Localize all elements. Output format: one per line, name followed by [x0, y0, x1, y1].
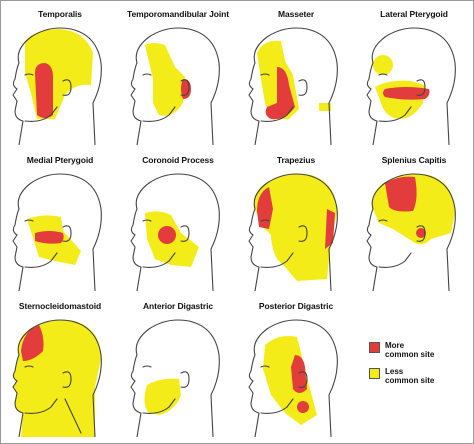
panel-coronoid-process: Coronoid Process	[119, 155, 237, 293]
head-illustration	[366, 27, 456, 145]
panel-sternocleidomastoid: Sternocleidomastoid	[1, 301, 119, 439]
head-illustration	[130, 173, 220, 291]
panel-label: Temporalis	[38, 9, 82, 19]
panel-label: Posterior Digastric	[258, 301, 334, 311]
less-common-swatch	[369, 368, 380, 379]
legend-label: Less common site	[385, 367, 435, 385]
head-illustration	[248, 319, 338, 437]
panel-posterior-digastric: Posterior Digastric	[237, 301, 355, 439]
legend-item-less-common: Less common site	[369, 367, 469, 385]
panel-temporomandibular-joint: Temporomandibular Joint	[119, 9, 237, 147]
panel-trapezius: Trapezius	[237, 155, 355, 293]
legend-item-more-common: More common site	[369, 341, 469, 359]
panel-label: Masseter	[277, 9, 315, 19]
panel-temporalis: Temporalis	[1, 9, 119, 147]
head-illustration	[248, 27, 338, 145]
head-illustration	[12, 319, 102, 437]
panel-label: Anterior Digastric	[143, 301, 213, 311]
head-illustration	[366, 173, 456, 291]
panel-splenius-capitis: Splenius Capitis	[355, 155, 473, 293]
panel-label: Trapezius	[276, 155, 316, 165]
head-illustration	[130, 27, 220, 145]
legend: More common site Less common site	[369, 341, 469, 393]
head-illustration	[12, 27, 102, 145]
panel-label: Splenius Capitis	[381, 155, 447, 165]
head-illustration	[12, 173, 102, 291]
head-illustration	[248, 173, 338, 291]
panel-label: Temporomandibular Joint	[127, 9, 229, 19]
more-common-swatch	[369, 342, 380, 353]
panel-medial-pterygoid: Medial Pterygoid	[1, 155, 119, 293]
panel-label: Medial Pterygoid	[26, 155, 94, 165]
panel-label: Sternocleidomastoid	[18, 301, 102, 311]
panel-anterior-digastric: Anterior Digastric	[119, 301, 237, 439]
panel-masseter: Masseter	[237, 9, 355, 147]
legend-label: More common site	[385, 341, 435, 359]
panel-lateral-pterygoid: Lateral Pterygoid	[355, 9, 473, 147]
panel-label: Coronoid Process	[142, 155, 214, 165]
panel-label: Lateral Pterygoid	[380, 9, 448, 19]
head-illustration	[130, 319, 220, 437]
